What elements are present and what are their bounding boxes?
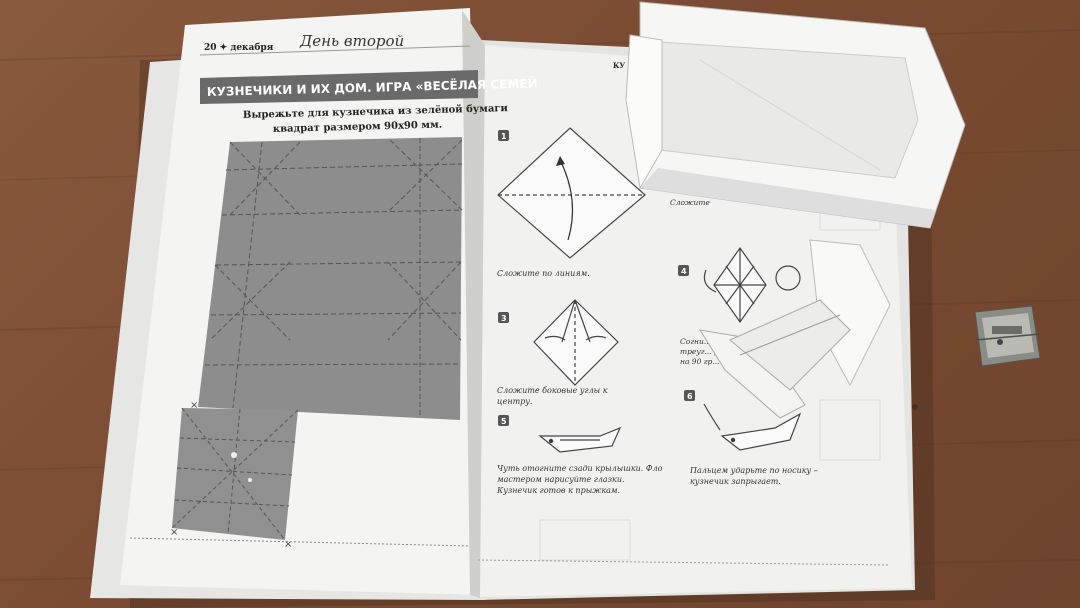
step-1-diagram xyxy=(497,127,646,259)
step-5-diagram xyxy=(538,426,622,453)
cut-mark-icon: × xyxy=(170,527,178,538)
paper-box xyxy=(625,1,966,229)
step-4-caption-line-3: на 90 гр... xyxy=(680,357,719,366)
running-head-left: 20 ✦ декабря xyxy=(204,42,274,53)
step-1-caption: Сложите по линиям. xyxy=(497,269,590,278)
crease-pattern-small xyxy=(171,407,299,541)
step-badge-3 xyxy=(498,312,509,323)
step-number-4: 4 xyxy=(681,267,687,276)
step-3-caption-line-2: центру. xyxy=(497,397,532,406)
pencil-sharpener xyxy=(974,305,1041,367)
instruction-line-2: квадрат размером 90х90 мм. xyxy=(273,120,443,135)
step-6-caption-line-1: Пальцем ударьте по носику – xyxy=(689,466,818,475)
right-page-cut-line xyxy=(477,559,891,566)
step-number-3: 3 xyxy=(501,314,507,323)
cut-mark-icon: × xyxy=(284,539,292,550)
table-stain xyxy=(912,404,918,410)
right-page-corner-text: КУ xyxy=(613,61,625,70)
step-badge-1 xyxy=(498,130,509,141)
running-head-rule xyxy=(199,45,471,56)
step-badge-5 xyxy=(498,415,509,426)
step-number-6: 6 xyxy=(687,392,693,401)
step-5-caption-line-1: Чуть отогните сзади крылышки. Фло xyxy=(497,464,663,473)
step-badge-6 xyxy=(684,390,695,401)
step-5-caption-line-2: мастером нарисуйте глазки. xyxy=(497,475,625,484)
running-head-title: День второй xyxy=(299,32,404,50)
cut-line xyxy=(129,537,471,547)
section-banner xyxy=(200,70,478,104)
step-3-caption-line-1: Сложите боковые углы к xyxy=(497,386,608,395)
step-6-diagram xyxy=(703,403,802,451)
step-number-1: 1 xyxy=(501,132,507,141)
step-6-caption-line-2: кузнечик запрыгает. xyxy=(690,477,781,486)
partial-caption: Сложите xyxy=(670,198,710,207)
cut-mark-icon: × xyxy=(190,400,198,411)
step-5-caption-line-3: Кузнечик готов к прыжкам. xyxy=(496,486,620,495)
paper-grasshopper xyxy=(698,239,891,419)
step-4-diagram xyxy=(703,246,801,324)
step-3-diagram xyxy=(533,299,619,386)
book-spine xyxy=(462,10,485,598)
crease-pattern-large xyxy=(198,137,463,420)
step-badge-4 xyxy=(678,265,689,276)
step-number-5: 5 xyxy=(501,417,507,426)
